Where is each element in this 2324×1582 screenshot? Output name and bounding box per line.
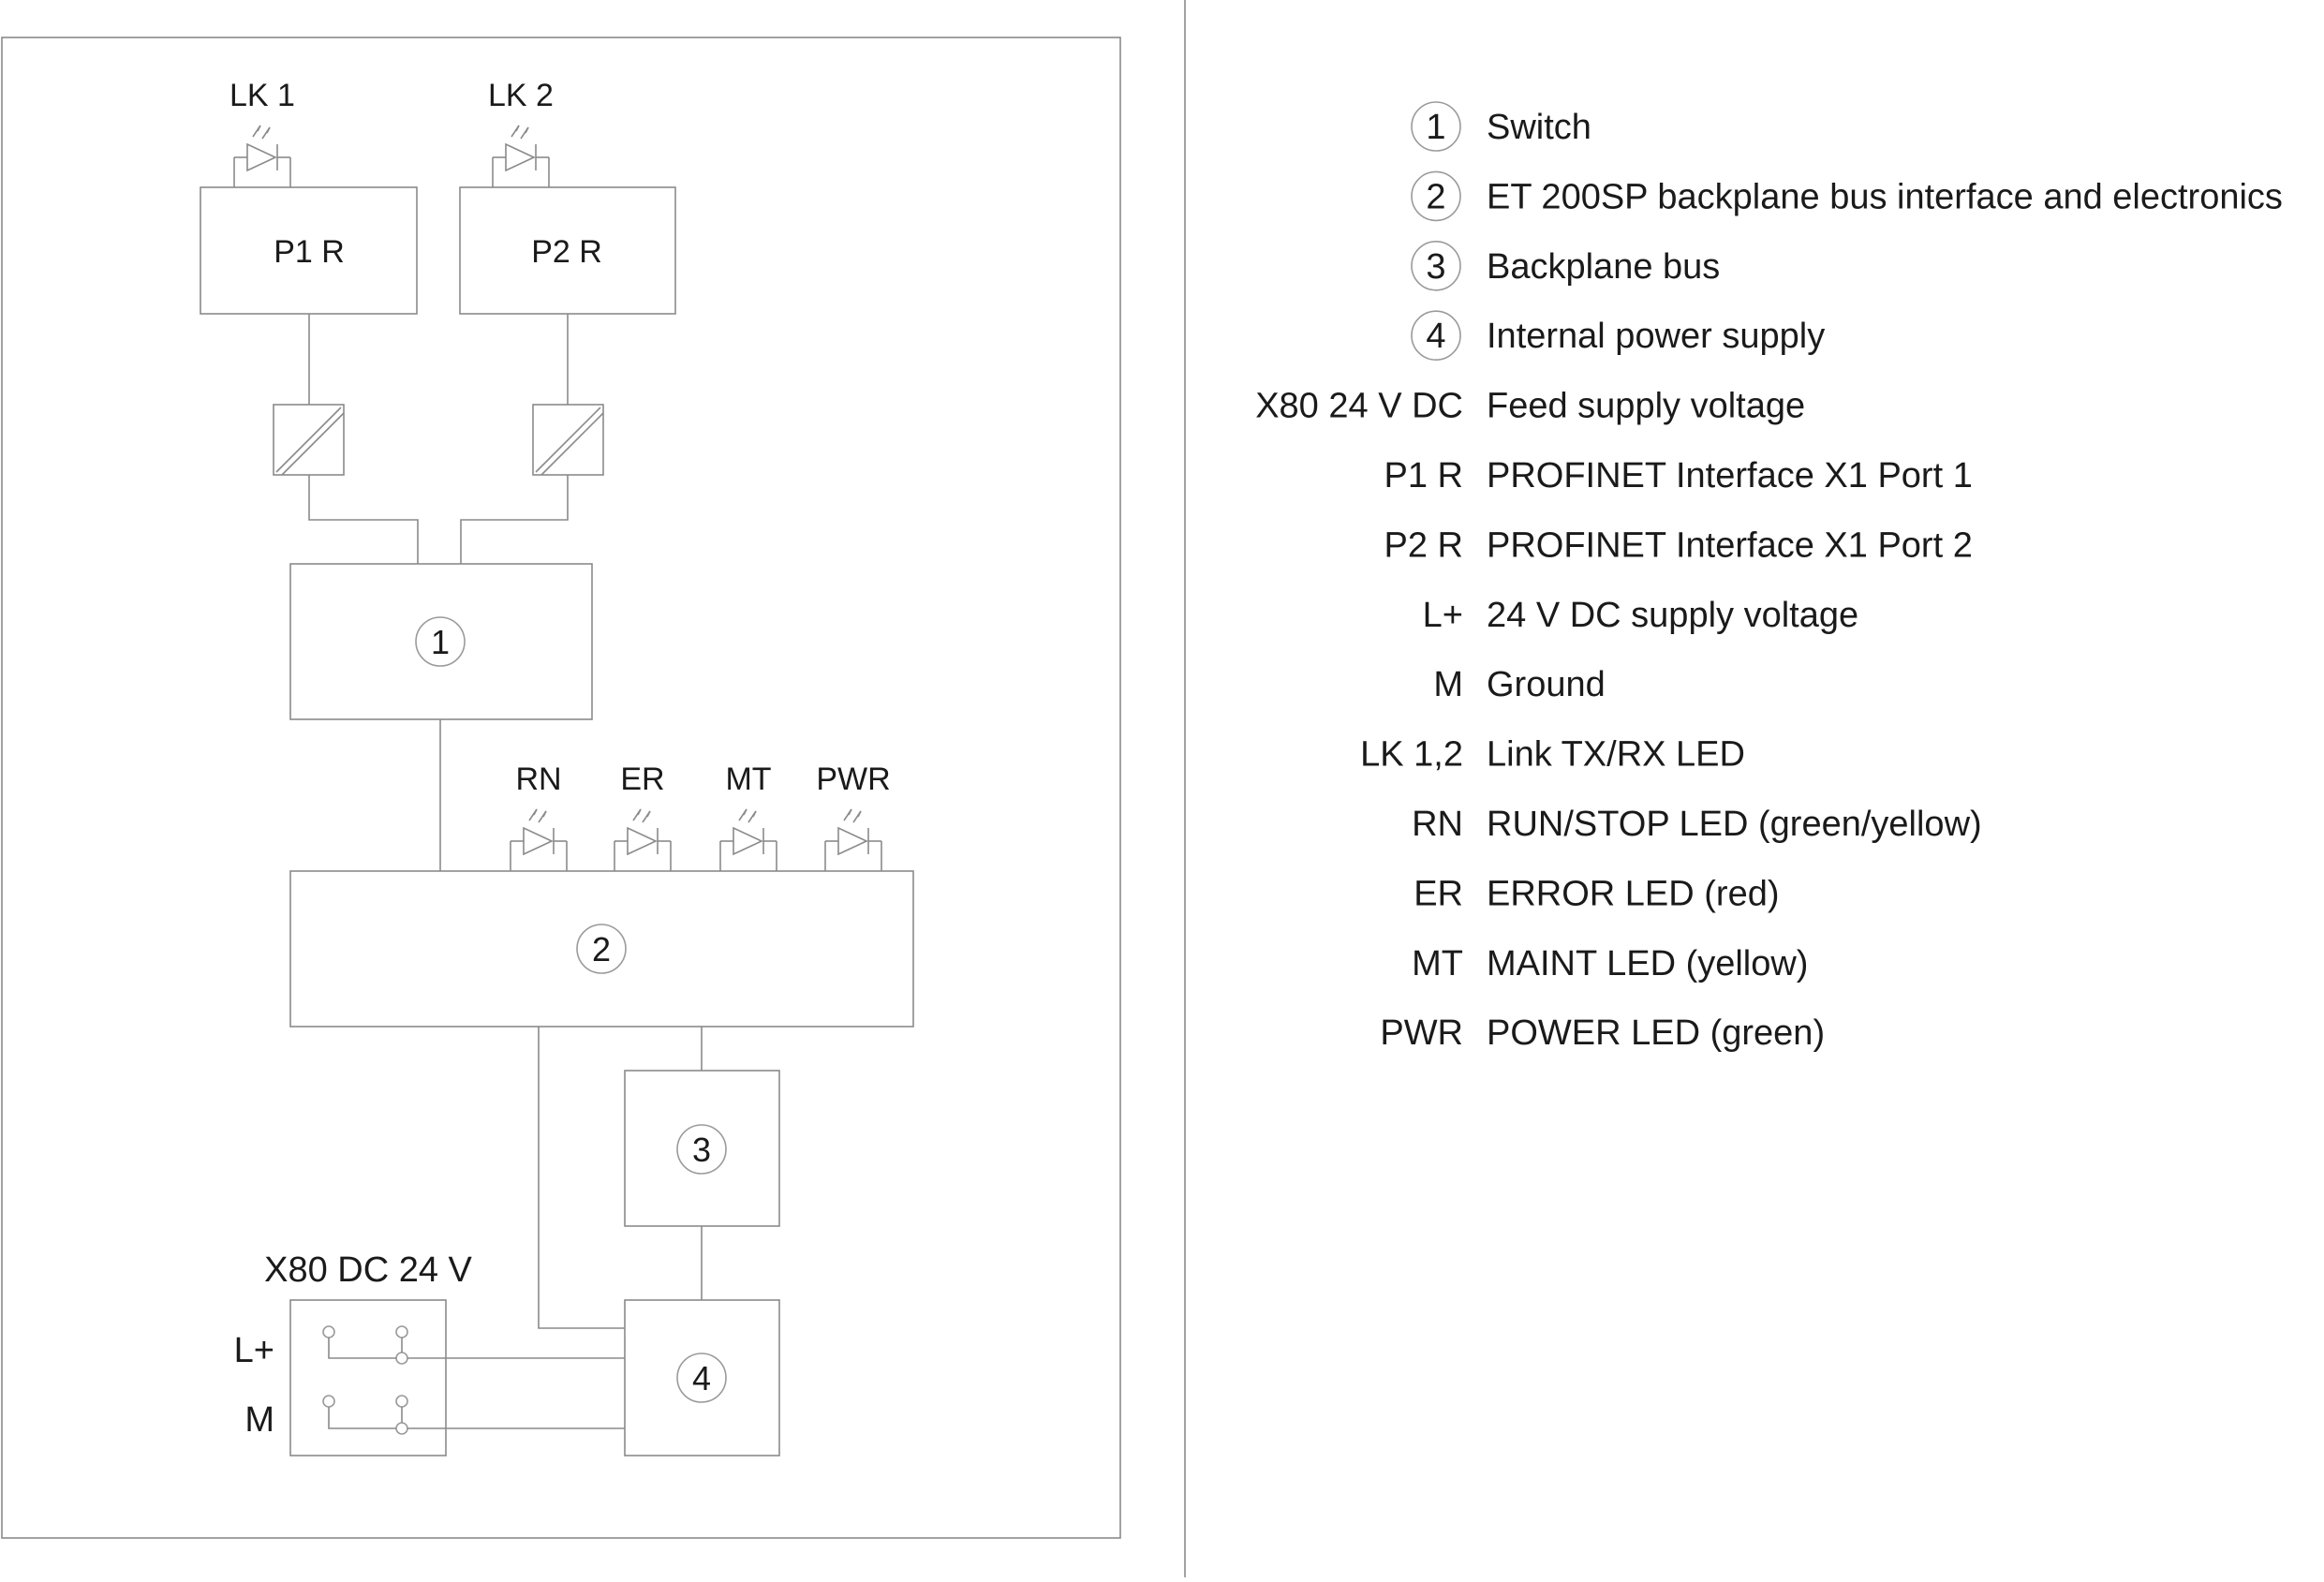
legend-row: P2 R PROFINET Interface X1 Port 2 xyxy=(1384,525,1973,565)
legend-description: Feed supply voltage xyxy=(1487,387,1805,426)
connector-title: X80 DC 24 V xyxy=(264,1250,472,1290)
legend-description: Switch xyxy=(1487,108,1591,147)
legend-row: PWR POWER LED (green) xyxy=(1380,1013,1825,1053)
port2-label: P2 R xyxy=(531,234,602,270)
legend-row: L+ 24 V DC supply voltage xyxy=(1423,596,1858,635)
legend-description: Ground xyxy=(1487,665,1606,704)
legend-number-circle xyxy=(1411,101,1461,152)
interface-to-power-wire xyxy=(538,1027,625,1329)
legend-key: LK 1,2 xyxy=(1360,735,1463,775)
legend-description: ERROR LED (red) xyxy=(1487,874,1780,913)
l-plus-terminal-icon xyxy=(395,1352,408,1365)
legend-row: RN RUN/STOP LED (green/yellow) xyxy=(1412,805,1982,844)
legend-row: M Ground xyxy=(1433,665,1605,704)
legend-row: X80 24 V DC Feed supply voltage xyxy=(1255,387,1805,426)
port2-isolator-slash xyxy=(535,407,601,473)
legend-key: X80 24 V DC xyxy=(1255,387,1463,426)
legend-description: Internal power supply xyxy=(1487,317,1825,356)
legend-key: ER xyxy=(1414,874,1463,913)
legend-key: P2 R xyxy=(1384,525,1463,565)
legend-key: L+ xyxy=(1423,596,1463,635)
l-plus-bridge-wire xyxy=(328,1338,396,1359)
legend-key: 4 xyxy=(1426,317,1445,356)
backplane-interface-number-circle xyxy=(576,924,627,974)
legend-row: P1 R PROFINET Interface X1 Port 1 xyxy=(1384,456,1973,495)
legend-row: 3 Backplane bus xyxy=(1411,240,1720,291)
legend: 1 Switch 2 ET 200SP backplane bus interface… xyxy=(1255,101,2283,1053)
legend-key: PWR xyxy=(1380,1013,1463,1053)
legend-description: ET 200SP backplane bus interface and ele… xyxy=(1487,177,2283,216)
legend-description: Backplane bus xyxy=(1487,247,1720,287)
legend-number-circle xyxy=(1411,310,1461,362)
backplane-interface-number: 2 xyxy=(592,930,611,968)
legend-key: MT xyxy=(1412,944,1463,983)
switch-number-circle xyxy=(415,616,466,667)
m-terminal-icon xyxy=(395,1422,408,1435)
lk1-label: LK 1 xyxy=(229,78,295,113)
backplane-bus-number-circle xyxy=(676,1124,727,1175)
mt-label: MT xyxy=(725,761,771,797)
port1-label: P1 R xyxy=(274,234,345,270)
legend-description: PROFINET Interface X1 Port 1 xyxy=(1487,456,1973,495)
legend-key: RN xyxy=(1412,805,1463,844)
legend-description: POWER LED (green) xyxy=(1487,1013,1825,1053)
legend-row: LK 1,2 Link TX/RX LED xyxy=(1360,735,1745,775)
port1-isolator-slash2 xyxy=(281,412,345,476)
pwr-label: PWR xyxy=(816,761,890,797)
m-bridge-wire xyxy=(328,1407,396,1429)
port2-to-switch-wire xyxy=(460,475,569,564)
legend-row: 1 Switch xyxy=(1411,101,1591,152)
connector-m-label: M xyxy=(244,1400,274,1440)
legend-description: PROFINET Interface X1 Port 2 xyxy=(1487,525,1973,565)
port1-to-switch-wire xyxy=(308,475,419,564)
er-label: ER xyxy=(620,761,664,797)
m-terminal-icon xyxy=(322,1395,335,1408)
port1-isolator-slash xyxy=(275,407,342,473)
connector-l-plus-label: L+ xyxy=(234,1331,274,1370)
legend-row: MT MAINT LED (yellow) xyxy=(1412,944,1808,983)
power-supply-number: 4 xyxy=(692,1359,711,1397)
backplane-bus-box xyxy=(624,1070,780,1227)
legend-description: MAINT LED (yellow) xyxy=(1487,944,1808,983)
switch-number: 1 xyxy=(431,623,450,661)
rn-label: RN xyxy=(515,761,561,797)
l-plus-terminal-icon xyxy=(322,1325,335,1338)
port2-isolator-slash2 xyxy=(540,412,604,476)
backplane-bus-number: 3 xyxy=(692,1131,711,1169)
l-plus-terminal-icon xyxy=(395,1325,408,1338)
legend-description: RUN/STOP LED (green/yellow) xyxy=(1487,805,1982,844)
legend-key: 3 xyxy=(1426,247,1445,287)
power-supply-number-circle xyxy=(676,1353,727,1403)
legend-key: 2 xyxy=(1426,177,1445,216)
legend-row: 2 ET 200SP backplane bus interface and el… xyxy=(1411,170,2283,222)
legend-description: Link TX/RX LED xyxy=(1487,735,1745,775)
legend-key: P1 R xyxy=(1384,456,1463,495)
legend-key: 1 xyxy=(1426,108,1445,147)
legend-row: 4 Internal power supply xyxy=(1411,310,1825,362)
port1-box xyxy=(200,186,418,315)
legend-number-circle xyxy=(1411,240,1461,291)
legend-row: ER ERROR LED (red) xyxy=(1414,874,1779,913)
m-terminal-icon xyxy=(395,1395,408,1408)
lk2-label: LK 2 xyxy=(488,78,554,113)
legend-key: M xyxy=(1433,665,1463,704)
connector-box xyxy=(289,1299,447,1456)
legend-number-circle xyxy=(1411,170,1461,222)
legend-description: 24 V DC supply voltage xyxy=(1487,596,1858,635)
